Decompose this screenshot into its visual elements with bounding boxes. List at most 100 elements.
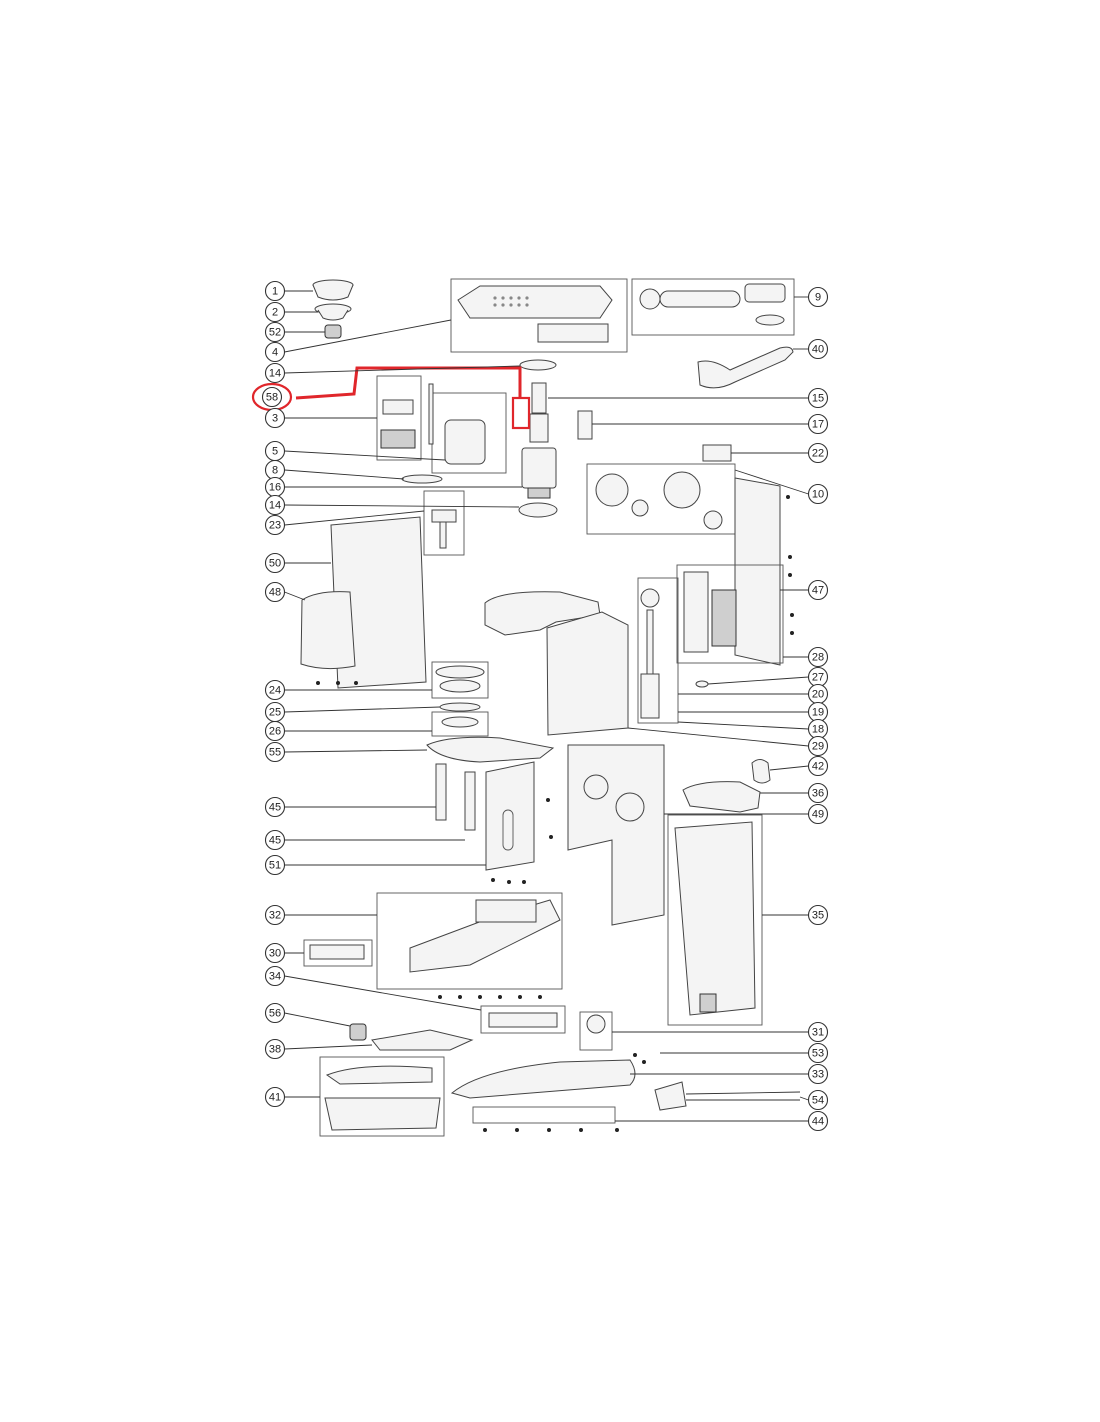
callout-48: 48: [264, 581, 286, 603]
callout-22: 22: [807, 442, 829, 464]
callout-23: 23: [264, 514, 286, 536]
part-2-filter: [314, 303, 352, 321]
part-32-base: [376, 892, 563, 990]
leader-line-27: [707, 676, 809, 685]
callout-number: 9: [815, 292, 821, 304]
callout-number: 24: [269, 685, 281, 697]
callout-number: 14: [269, 500, 281, 512]
callout-18: 18: [807, 718, 829, 740]
callout-circle: [264, 494, 286, 516]
part-3-boiler-assembly: [376, 375, 507, 474]
callout-number: 5: [272, 446, 278, 458]
callout-36: 36: [807, 782, 829, 804]
callout-circle: [264, 1038, 286, 1060]
callout-circle: [807, 755, 829, 777]
callout-31: 31: [807, 1021, 829, 1043]
callout-number: 30: [269, 948, 281, 960]
leader-line-54: [799, 1096, 809, 1101]
callout-number: 55: [269, 747, 281, 759]
leader-line-18: [677, 721, 809, 730]
part-33-base: [450, 1059, 636, 1099]
callout-number: 17: [812, 419, 824, 431]
callout-26: 26: [264, 720, 286, 742]
part-36-tray: [682, 781, 761, 813]
callout-number: 16: [269, 482, 281, 494]
leader-line-4: [284, 319, 452, 353]
callout-51: 51: [264, 854, 286, 876]
part-38-grid: [371, 1029, 474, 1051]
callout-45: 45: [264, 829, 286, 851]
part-25-ring: [439, 702, 481, 712]
callout-circle: [807, 1110, 829, 1132]
callout-53: 53: [807, 1042, 829, 1064]
part-52-cap: [324, 324, 342, 339]
part-48-front-plate: [300, 591, 356, 670]
callout-circle: [807, 803, 829, 825]
callout-17: 17: [807, 413, 829, 435]
callout-circle: [264, 829, 286, 851]
callout-14: 14: [264, 362, 286, 384]
callout-circle: [807, 413, 829, 435]
callout-circle: [264, 1086, 286, 1108]
callout-25: 25: [264, 701, 286, 723]
part-27-small-ring: [695, 680, 709, 688]
part-4-top-cover: [450, 278, 628, 353]
part-35-water-tank: [667, 814, 763, 1026]
callout-56: 56: [264, 1002, 286, 1024]
callout-circle: [264, 1002, 286, 1024]
callout-number: 28: [812, 652, 824, 664]
callout-circle: [807, 1042, 829, 1064]
callout-number: 41: [269, 1092, 281, 1104]
part-15-pump-fitting: [529, 382, 549, 443]
part-23-valve: [423, 490, 465, 556]
callout-44: 44: [807, 1110, 829, 1132]
callout-circle: [807, 735, 829, 757]
callout-circle: [807, 1021, 829, 1043]
callout-number: 10: [812, 489, 824, 501]
callout-30: 30: [264, 942, 286, 964]
callout-circle: [264, 741, 286, 763]
callout-16: 16: [264, 476, 286, 498]
callout-circle: [807, 646, 829, 668]
part-49-front-panel: [567, 744, 665, 926]
leader-line-38: [284, 1044, 373, 1050]
part-10-gear-assembly: [586, 463, 736, 535]
part-1-filter-basket: [312, 279, 354, 301]
callout-41: 41: [264, 1086, 286, 1108]
callout-circle: [807, 483, 829, 505]
callout-38: 38: [264, 1038, 286, 1060]
callout-34: 34: [264, 965, 286, 987]
screws: [315, 494, 795, 1133]
part-45-column-a: [435, 763, 447, 821]
callout-number: 45: [269, 835, 281, 847]
callout-58: 58: [261, 386, 283, 408]
part-14-ring-top: [519, 359, 557, 371]
leader-line-25: [284, 706, 441, 713]
leader-lines: [284, 290, 809, 1122]
callout-number: 50: [269, 558, 281, 570]
leader-line-14: [284, 365, 521, 374]
callout-circle: [264, 301, 286, 323]
callout-number: 1: [272, 286, 278, 298]
callout-number: 25: [269, 707, 281, 719]
callout-1: 1: [264, 280, 286, 302]
callout-45: 45: [264, 796, 286, 818]
part-8-gasket: [401, 474, 443, 484]
leader-line-5: [284, 450, 446, 461]
callout-28: 28: [807, 646, 829, 668]
callout-number: 36: [812, 788, 824, 800]
callout-number: 32: [269, 910, 281, 922]
callout-circle: [264, 581, 286, 603]
part-55-cover: [426, 736, 555, 763]
callout-number: 33: [812, 1069, 824, 1081]
part-56-cup: [349, 1023, 367, 1041]
callout-number: 56: [269, 1008, 281, 1020]
callout-circle: [264, 854, 286, 876]
callout-circle: [807, 579, 829, 601]
callout-number: 4: [272, 347, 278, 359]
part-26-ring: [431, 711, 489, 737]
callout-number: 26: [269, 726, 281, 738]
callout-number: 31: [812, 1027, 824, 1039]
callout-40: 40: [807, 338, 829, 360]
